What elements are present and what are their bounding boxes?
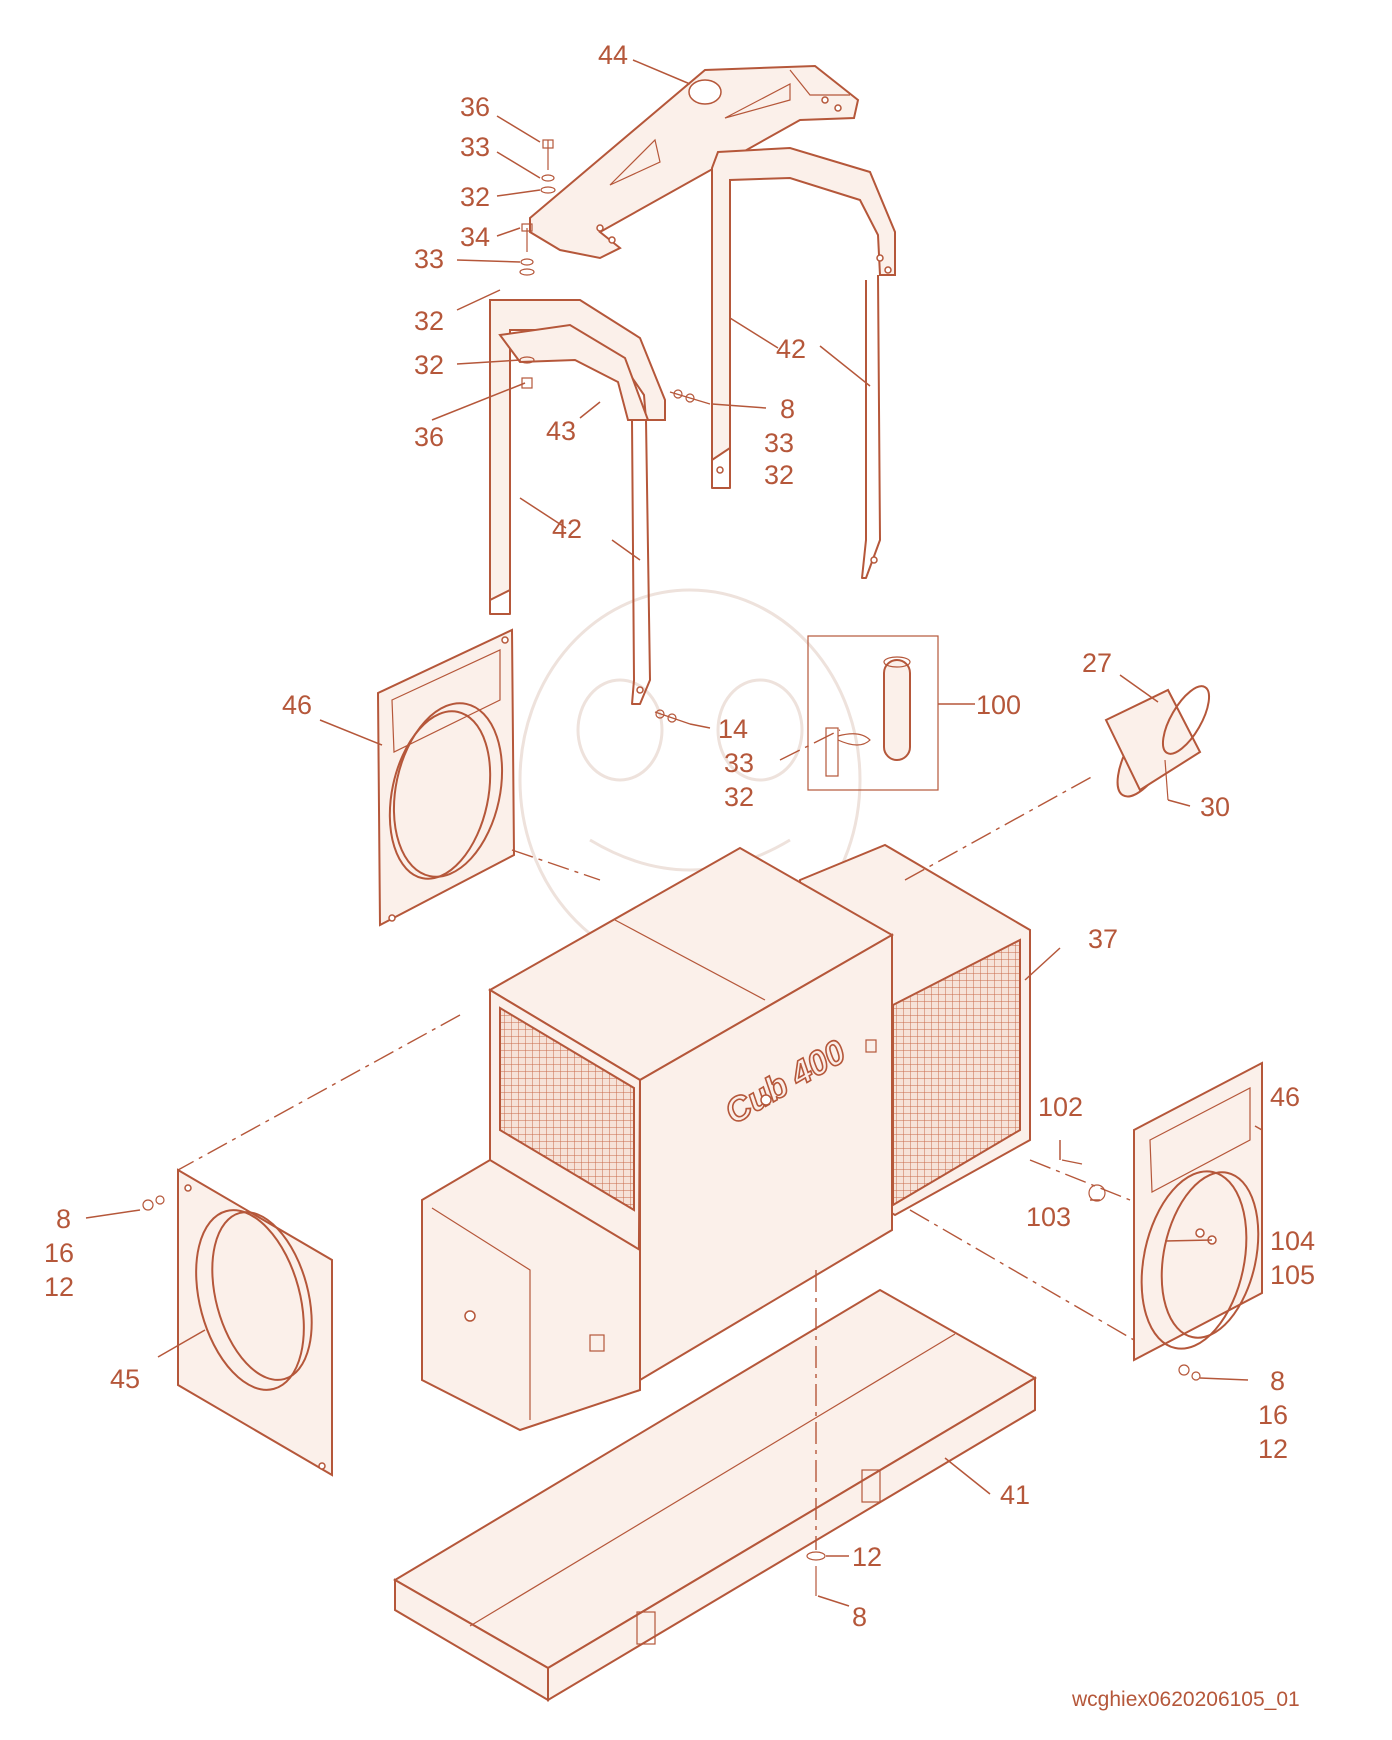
right-fasteners: [1061, 1159, 1201, 1381]
left-duct-panel-part: [376, 628, 516, 927]
callout-44: 44: [598, 40, 628, 70]
callout-100: 100: [976, 690, 1021, 720]
document-id: wcghiex0620206105_01: [1071, 1688, 1300, 1711]
callout-14: 14: [718, 714, 748, 744]
lifting-yoke-part: [529, 64, 860, 260]
callout-42: 42: [776, 334, 806, 364]
callout-104: 104: [1270, 1226, 1315, 1256]
callout-46: 46: [282, 690, 312, 720]
callout-16: 16: [1258, 1400, 1288, 1430]
left-fasteners: [142, 1195, 165, 1211]
callout-102: 102: [1038, 1092, 1083, 1122]
callout-8: 8: [1270, 1366, 1285, 1396]
callout-12: 12: [852, 1542, 882, 1572]
callout-8: 8: [56, 1204, 71, 1234]
callout-45: 45: [110, 1364, 140, 1394]
callout-43: 43: [546, 416, 576, 446]
left-ring-panel-part: [177, 1168, 333, 1477]
rear-frame-part: [711, 146, 896, 579]
right-duct-panel-part: [1133, 1061, 1263, 1362]
callout-46: 46: [1270, 1082, 1300, 1112]
callout-33: 33: [724, 748, 754, 778]
callout-103: 103: [1026, 1202, 1071, 1232]
callout-34: 34: [460, 222, 490, 252]
callout-27: 27: [1082, 648, 1112, 678]
callout-36: 36: [460, 92, 490, 122]
callout-8: 8: [780, 394, 795, 424]
skid-fasteners: [806, 1551, 826, 1596]
callout-32: 32: [460, 182, 490, 212]
callout-37: 37: [1088, 924, 1118, 954]
callout-33: 33: [414, 244, 444, 274]
callout-105: 105: [1270, 1260, 1315, 1290]
callout-32: 32: [414, 350, 444, 380]
callout-33: 33: [460, 132, 490, 162]
callout-8: 8: [852, 1602, 867, 1632]
callout-12: 12: [44, 1272, 74, 1302]
callout-32: 32: [724, 782, 754, 812]
assembly-axis-lines: [177, 729, 1135, 1550]
callout-labels: 44 36 33 32 34 33 32 32 36 43 42 8 33 32…: [44, 40, 1315, 1632]
callout-32: 32: [764, 460, 794, 490]
callout-30: 30: [1200, 792, 1230, 822]
fastener-stack-top: [519, 139, 711, 725]
callout-42: 42: [552, 514, 582, 544]
callout-41: 41: [1000, 1480, 1030, 1510]
callout-12: 12: [1258, 1434, 1288, 1464]
kit-box-part: [807, 635, 939, 791]
callout-16: 16: [44, 1238, 74, 1268]
lower-compartment-part: [421, 1158, 641, 1432]
duct-ring-part: [1104, 685, 1211, 801]
callout-32: 32: [414, 306, 444, 336]
leader-lines: [85, 59, 1263, 1607]
front-frame-part: [489, 299, 666, 705]
callout-33: 33: [764, 428, 794, 458]
base-skid-part: [393, 1288, 1037, 1702]
callout-36: 36: [414, 422, 444, 452]
main-unit-body-part: Cub 400: [488, 846, 895, 1392]
